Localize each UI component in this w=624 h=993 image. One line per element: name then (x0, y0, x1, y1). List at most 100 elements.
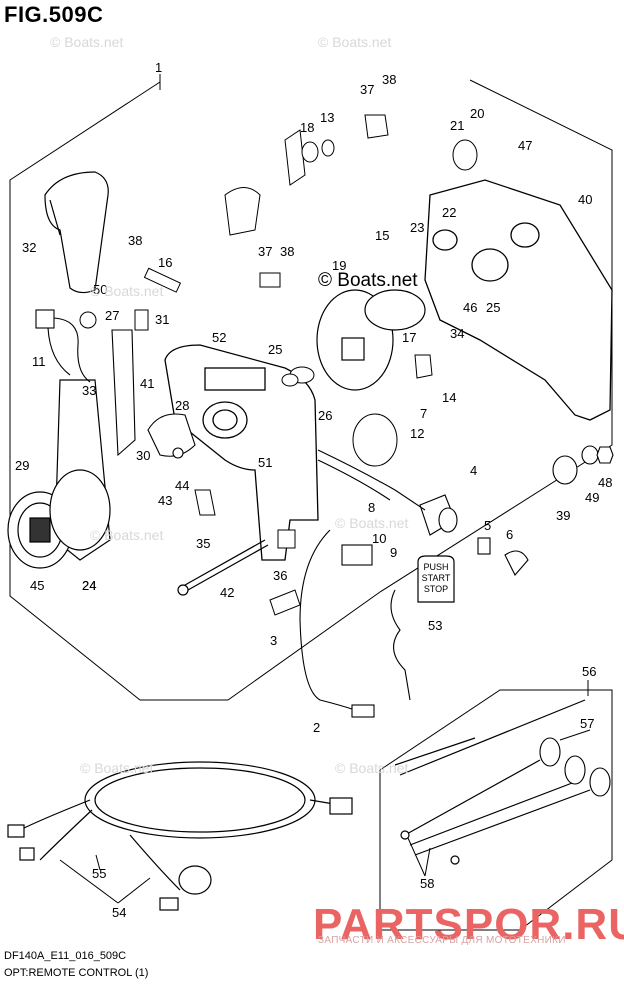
push-start-stop-button: PUSH START STOP (417, 555, 455, 603)
stop-label: STOP (424, 584, 448, 594)
part-number-label: 29 (15, 458, 29, 473)
extension-harness (7, 761, 353, 911)
part-number-label: 38 (280, 244, 294, 259)
part-number-label: 15 (375, 228, 389, 243)
power-trim-switch-wiring (317, 449, 426, 701)
friction-gear (147, 413, 196, 459)
part-number-label: 17 (402, 330, 416, 345)
part-number-label: 28 (175, 398, 189, 413)
light-watermark: © Boats.net (335, 515, 409, 531)
lever-bracket (111, 329, 136, 457)
part-number-label: 24 (82, 578, 96, 593)
part-number-label: 10 (372, 531, 386, 546)
part-number-label: 12 (410, 426, 424, 441)
part-number-label: 25 (268, 342, 282, 357)
part-number-label: 32 (22, 240, 36, 255)
part-number-label: 35 (196, 536, 210, 551)
light-watermark: © Boats.net (318, 34, 392, 50)
part-number-label: 23 (410, 220, 424, 235)
main-assembly-outline (9, 79, 613, 701)
part-number-label: 27 (105, 308, 119, 323)
part-number-label: 34 (450, 326, 464, 341)
part-number-label: 5 (484, 518, 491, 533)
part-number-label: 50 (93, 282, 107, 297)
part-number-label: 46 (463, 300, 477, 315)
part-number-label: 7 (420, 406, 427, 421)
part-number-label: 49 (585, 490, 599, 505)
part-number-label: 37 (258, 244, 272, 259)
part-number-label: 11 (32, 354, 46, 369)
rubber-spacers (539, 737, 611, 797)
part-number-label: 20 (470, 106, 484, 121)
part-number-label: 1 (155, 60, 162, 75)
part-number-label: 25 (486, 300, 500, 315)
part-number-label: 39 (556, 508, 570, 523)
part-number-label: 21 (450, 118, 464, 133)
part-number-label: 45 (30, 578, 44, 593)
part-number-label: 22 (442, 205, 456, 220)
part-number-label: 18 (300, 120, 314, 135)
part-number-label: 24 (82, 578, 96, 593)
neutral-switch-harness (35, 309, 91, 383)
part-number-label: 57 (580, 716, 594, 731)
part-number-label: 19 (332, 258, 346, 273)
figure-caption: OPT:REMOTE CONTROL (1) (4, 967, 149, 979)
part-number-label: 41 (140, 376, 154, 391)
part-number-label: 53 (428, 618, 442, 633)
part-number-label: 58 (420, 876, 434, 891)
control-lever-arm (7, 379, 111, 569)
part-number-label: 3 (270, 633, 277, 648)
part-number-label: 16 (158, 255, 172, 270)
part-number-label: 52 (212, 330, 226, 345)
part-number-label: 37 (360, 82, 374, 97)
center-watermark: © Boats.net (318, 270, 418, 291)
part-number-label: 9 (390, 545, 397, 560)
push-label: PUSH (423, 562, 448, 572)
part-number-label: 42 (220, 585, 234, 600)
spacer-set (552, 445, 614, 485)
part-number-label: 44 (175, 478, 189, 493)
part-number-label: 8 (368, 500, 375, 515)
part-number-label: 31 (155, 312, 169, 327)
control-handle-grip (44, 171, 109, 294)
part-number-label: 13 (320, 110, 334, 125)
side-cover-plate (424, 179, 613, 421)
start-label: START (422, 573, 451, 583)
light-watermark: © Boats.net (50, 34, 124, 50)
part-number-label: 43 (158, 493, 172, 508)
part-number-label: 55 (92, 866, 106, 881)
part-number-label: 6 (506, 527, 513, 542)
emergency-stop-switch (419, 494, 529, 576)
part-number-label: 38 (382, 72, 396, 87)
light-watermark: © Boats.net (80, 760, 154, 776)
part-number-labels: 1 38 37 13 18 20 21 47 40 22 23 15 19 46… (15, 60, 612, 920)
site-tagline-watermark: ЗАПЧАСТИ И АКСЕССУАРЫ ДЛЯ МОТОТЕХНИКИ (318, 935, 566, 946)
remote-control-housing (164, 344, 319, 561)
hardware-kit-outline (379, 689, 613, 931)
part-number-label: 38 (128, 233, 142, 248)
part-number-label: 33 (82, 383, 96, 398)
light-watermark: © Boats.net (90, 527, 164, 543)
part-number-label: 51 (258, 455, 272, 470)
part-number-label: 47 (518, 138, 532, 153)
part-number-label: 14 (442, 390, 456, 405)
cam-plate (316, 289, 426, 391)
part-number-label: 54 (112, 905, 126, 920)
part-number-label: 4 (470, 463, 477, 478)
part-number-label: 30 (136, 448, 150, 463)
cable-ties (394, 699, 591, 865)
part-number-label: 56 (582, 664, 596, 679)
part-number-label: 40 (578, 192, 592, 207)
part-number-label: 26 (318, 408, 332, 423)
part-number-label: 48 (598, 475, 612, 490)
light-watermark: © Boats.net (90, 283, 164, 299)
site-logo-watermark: PARTSPOR.RU (313, 900, 624, 949)
model-code: DF140A_E11_016_509C (4, 950, 127, 962)
light-watermark: © Boats.net (335, 760, 409, 776)
main-harness-lead (299, 529, 375, 718)
part-number-label: 36 (273, 568, 287, 583)
figure-title: FIG.509C (4, 2, 104, 27)
part-number-label: 2 (313, 720, 320, 735)
